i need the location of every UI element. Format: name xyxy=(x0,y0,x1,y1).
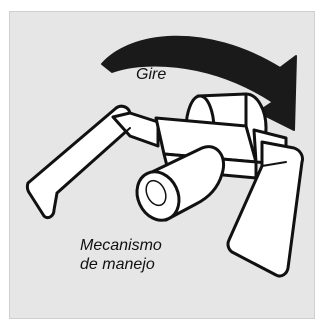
rotation-arrow-icon xyxy=(101,35,297,131)
mechanism-label-line1: Mecanismo xyxy=(80,237,162,254)
rotate-label: Gire xyxy=(136,66,167,83)
shaft-end-highlight xyxy=(145,179,167,207)
left-arm-outer xyxy=(25,104,132,220)
right-arm-outer xyxy=(226,140,304,278)
mechanism-label-line2: de manejo xyxy=(80,256,155,273)
left-arm-fold xyxy=(56,127,131,194)
left-arm-inner xyxy=(111,111,160,148)
right-arm-fold xyxy=(261,161,287,167)
mechanism-label: Mecanismo de manejo xyxy=(80,236,162,274)
